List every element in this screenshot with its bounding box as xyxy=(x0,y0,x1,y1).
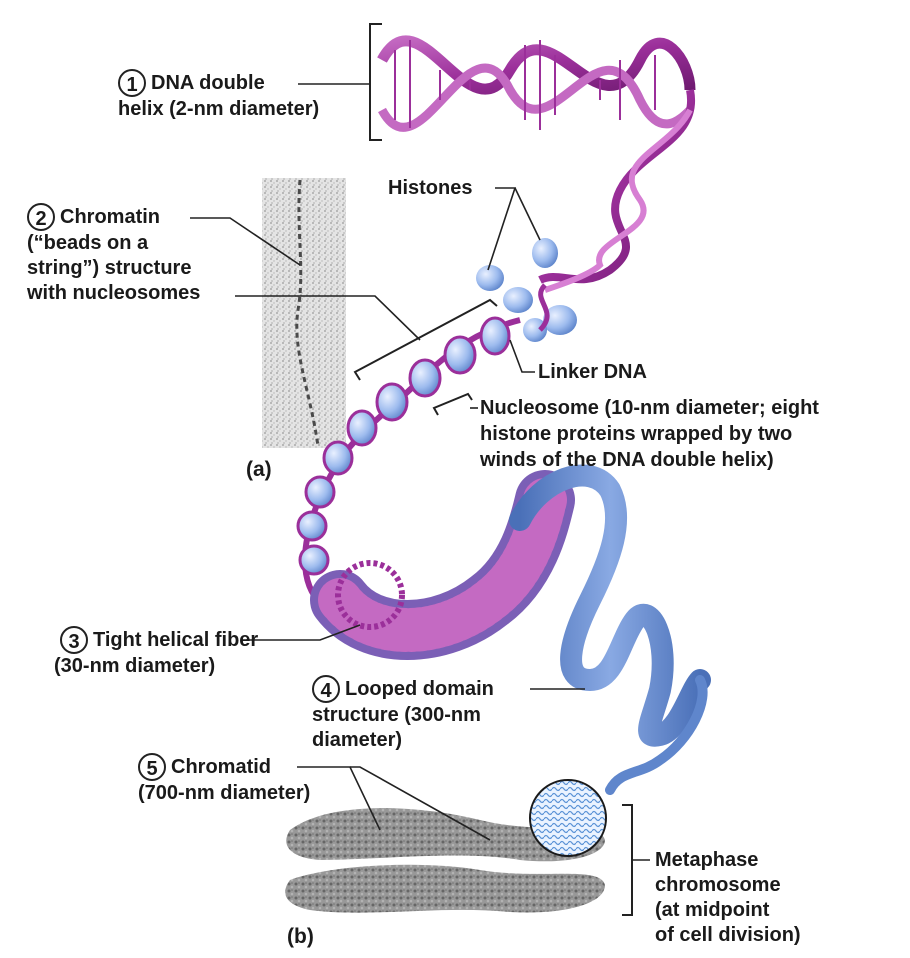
step-number-1: 1 xyxy=(118,69,146,97)
fiber-line2: (30-nm diameter) xyxy=(54,655,216,677)
nucleosome-bracket xyxy=(432,392,473,416)
looped-line2: structure (300-nm xyxy=(312,704,481,726)
chromatin-bracket xyxy=(353,298,498,381)
fiber-line1: Tight helical fiber xyxy=(93,629,259,651)
metaphase-bracket xyxy=(622,804,633,916)
chromatin-line3: string”) structure xyxy=(27,257,192,279)
nucleosome-line3: winds of the DNA double helix) xyxy=(480,449,774,471)
panel-label-a: (a) xyxy=(246,458,272,481)
leader-lines xyxy=(190,83,650,861)
looped-line1: Looped domain xyxy=(345,678,494,700)
label-linker-dna: Linker DNA xyxy=(538,361,647,383)
metaphase-line3: (at midpoint xyxy=(655,899,770,921)
chromatin-line1: Chromatin xyxy=(60,206,160,228)
looped-line3: diameter) xyxy=(312,729,403,751)
dna-line1: DNA double xyxy=(151,72,265,94)
metaphase-line1: Metaphase xyxy=(655,849,759,871)
micrograph-strand xyxy=(295,179,320,447)
micrograph-a xyxy=(262,178,346,448)
looped-domain-fiber xyxy=(509,464,711,795)
panel-label-b: (b) xyxy=(287,925,314,948)
dna-double-helix xyxy=(377,35,696,293)
tight-helical-fiber xyxy=(310,470,575,660)
label-histones: Histones xyxy=(388,177,473,199)
nucleosome-line2: histone proteins wrapped by two xyxy=(480,423,793,445)
dna-bracket xyxy=(369,23,382,141)
chromatid-line2: (700-nm diameter) xyxy=(138,782,311,804)
chromatin-line2: (“beads on a xyxy=(27,232,149,254)
magnified-region xyxy=(529,779,607,857)
label-metaphase-chromosome: Metaphase chromosome (at midpoint of cel… xyxy=(655,848,801,948)
chromatin-line4: with nucleosomes xyxy=(27,282,201,304)
label-nucleosome: Nucleosome (10-nm diameter; eight histon… xyxy=(480,395,819,473)
metaphase-chromosome xyxy=(285,808,605,913)
nucleosome-line1: Nucleosome (10-nm diameter; eight xyxy=(480,397,819,419)
chromatid-line1: Chromatid xyxy=(171,756,271,778)
step-number-2: 2 xyxy=(27,203,55,231)
chromatin-string xyxy=(296,316,521,616)
metaphase-line4: of cell division) xyxy=(655,924,801,946)
step-number-5: 5 xyxy=(138,753,166,781)
step-number-4: 4 xyxy=(312,675,340,703)
metaphase-line2: chromosome xyxy=(655,874,781,896)
histones xyxy=(476,238,577,342)
dna-line2: helix (2-nm diameter) xyxy=(118,98,320,120)
step-number-3: 3 xyxy=(60,626,88,654)
